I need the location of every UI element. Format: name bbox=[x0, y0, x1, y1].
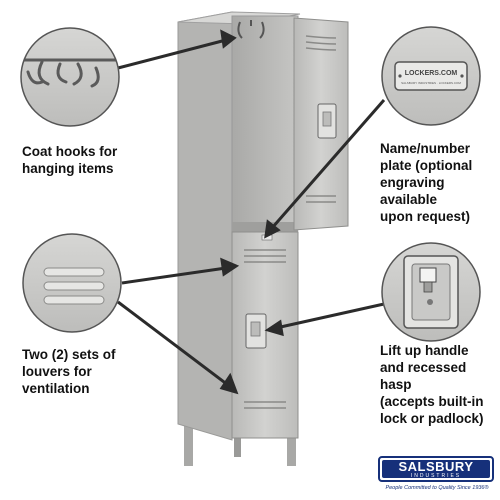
lower-door-louvers bbox=[244, 249, 286, 409]
compartment-divider bbox=[232, 222, 298, 232]
louver-icon bbox=[22, 233, 122, 333]
locker-legs bbox=[184, 418, 296, 466]
logo-name: SALSBURY bbox=[398, 458, 474, 474]
logo-frame: SALSBURY INDUSTRIES bbox=[378, 456, 494, 482]
handle-hasp-icon bbox=[381, 242, 481, 342]
name-plate-label: Name/number plate (optional engraving av… bbox=[380, 141, 473, 224]
lower-door-handle bbox=[245, 313, 267, 349]
logo-badge: SALSBURY INDUSTRIES bbox=[382, 458, 490, 479]
logo-tagline: People Committed to Quality Since 1936® bbox=[385, 485, 489, 491]
plate-subtext: SALSBURY INDUSTRIES · LOCKERS.COM bbox=[401, 81, 461, 85]
upper-door-handle bbox=[317, 103, 337, 139]
coat-hooks-label: Coat hooks for hanging items bbox=[22, 144, 118, 176]
salsbury-logo: SALSBURY INDUSTRIES People Committed to … bbox=[378, 456, 496, 498]
louvers-label: Two (2) sets of louvers for ventilation bbox=[22, 347, 116, 396]
coat-hooks-in-locker bbox=[237, 20, 265, 39]
logo-sub: INDUSTRIES bbox=[410, 472, 462, 479]
upper-door-louvers bbox=[305, 35, 337, 203]
locker-side-panel bbox=[177, 11, 233, 441]
handle-label: Lift up handle and recessed hasp (accept… bbox=[380, 343, 484, 426]
name-plate-icon: LOCKERS.COM SALSBURY INDUSTRIES · LOCKER… bbox=[381, 26, 481, 126]
coat-hook-icon bbox=[20, 27, 120, 127]
callout-arrows bbox=[117, 29, 386, 395]
plate-text: LOCKERS.COM bbox=[405, 70, 458, 77]
upper-compartment-interior bbox=[231, 15, 299, 231]
